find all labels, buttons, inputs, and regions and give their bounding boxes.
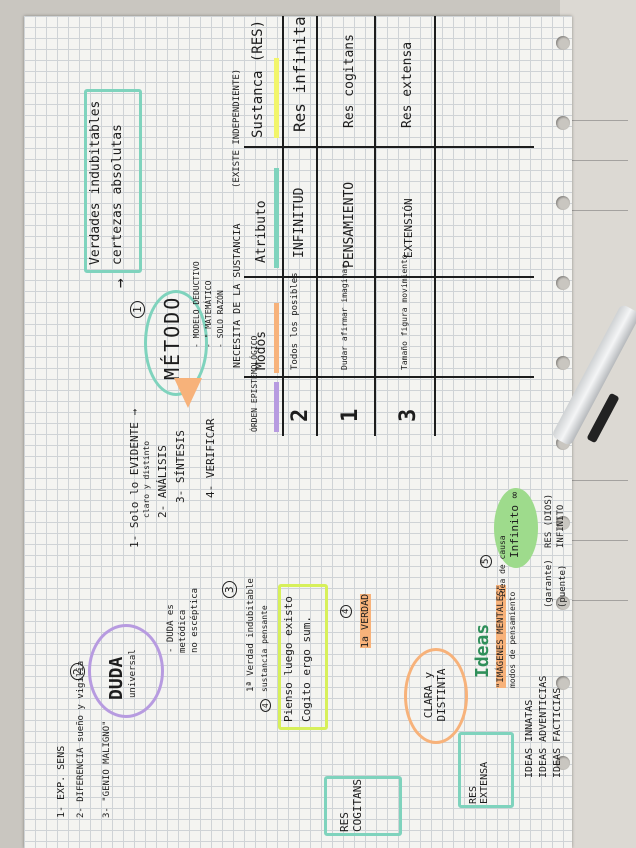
duda-note: - DUDA es xyxy=(166,604,176,653)
row-modos: Dudar afirmar imaginar xyxy=(340,264,349,370)
highlight xyxy=(274,168,279,268)
step-3: 3- SÍNTESIS xyxy=(174,430,187,503)
res-dios: RES (DIOS) xyxy=(544,493,554,548)
binder-hole xyxy=(556,356,570,370)
ideas-sub: "IMÁGENES MENTALES" xyxy=(496,585,506,688)
table-rule xyxy=(434,16,436,436)
duda-title: DUDA xyxy=(106,656,127,700)
metodo-note: - " MATEMÁTICO xyxy=(204,280,213,348)
criterio-num: 4 xyxy=(340,604,352,618)
garante: (garante) xyxy=(544,559,554,608)
table-rule xyxy=(282,16,284,436)
infinito-label: Infinito ∞ xyxy=(508,491,521,558)
binder-hole xyxy=(556,116,570,130)
table-rule xyxy=(316,16,318,436)
tipo-idea: IDEAS FACTICIAS xyxy=(552,687,563,778)
step-1-sub: claro y distinto xyxy=(142,440,151,518)
tipo-idea: IDEAS INNATAS xyxy=(524,699,535,778)
duda-note: no escéptica xyxy=(190,587,200,653)
notes-canvas: Verdades indubitables certezas absolutas… xyxy=(24,16,572,848)
step-4: 4- VERIFICAR xyxy=(204,418,217,498)
criterio-text: 1a VERDAD xyxy=(360,593,371,648)
row-orden: 1 xyxy=(338,408,363,422)
binder-hole xyxy=(556,516,570,530)
ideas-sub2: modos de pensamiento xyxy=(508,591,517,688)
binder-hole xyxy=(556,36,570,50)
res-cogitans-text: RES COGITANS xyxy=(338,779,364,832)
metodo-number: 1 xyxy=(130,301,145,318)
row-sustancia: Res cogitans xyxy=(342,34,357,128)
infinito-2: INFINITO xyxy=(556,504,566,548)
binder-hole xyxy=(556,756,570,770)
row-modos: Todos los posibles xyxy=(290,272,300,370)
table-rule xyxy=(244,146,534,148)
highlight xyxy=(274,382,279,432)
duda-note: metódica xyxy=(178,609,188,653)
metodo-rays xyxy=(174,378,202,408)
verdades-line1: Verdades indubitables xyxy=(88,100,103,265)
highlight xyxy=(274,58,279,138)
highlight xyxy=(274,303,279,373)
row-atributo: INFINITUD xyxy=(292,187,307,258)
table-rule xyxy=(374,16,376,436)
res-cogitans-sub: sustancia pensante xyxy=(260,605,269,692)
existe-label: (EXISTE INDEPENDIENTE) xyxy=(232,68,242,188)
step-1: 1- Solo lo EVIDENTE → xyxy=(128,408,141,548)
binder-hole xyxy=(556,196,570,210)
step-2: 2- ANÁLISIS xyxy=(156,445,169,518)
row-atributo: EXTENSIÓN xyxy=(402,198,415,258)
ideas-title: Ideas xyxy=(472,623,493,678)
duda-item: 2- DIFERENCIA sueño y vigilia xyxy=(76,660,86,818)
duda-sub: universal xyxy=(128,649,138,698)
header-atributo: Atributo xyxy=(254,200,269,263)
row-orden: 2 xyxy=(288,408,313,422)
verdades-line2: certezas absolutas xyxy=(110,124,125,265)
pienso-text: Pienso luego existo xyxy=(282,596,295,722)
verdad-first: 1ª Verdad indubitable xyxy=(246,578,256,692)
row-atributo: PENSAMIENTO xyxy=(342,181,357,268)
cogito-text: Cogito ergo sum. xyxy=(300,616,313,722)
table-rule xyxy=(244,276,534,278)
infinito-note: idea de causa xyxy=(498,535,507,598)
metodo-title: MÉTODO xyxy=(160,295,184,380)
row-sustancia: Res infinita xyxy=(290,16,309,132)
table-rule xyxy=(244,376,534,378)
res-extensa-text: RES EXTENSA xyxy=(468,761,490,804)
metodo-note: - MODELO DEDUCTIVO xyxy=(192,261,201,348)
necesita-label: NECESITA DE LA SUSTANCIA xyxy=(232,223,243,369)
header-orden: ÓRDEN EPISTEMOLÓGICO xyxy=(250,335,259,432)
duda-item: 3- "GENIO MALIGNO" xyxy=(102,720,112,818)
res-cogitans-num: 4 xyxy=(260,699,271,712)
duda-item: 1- EXP. SENS xyxy=(56,745,67,818)
row-sustancia: Res extensa xyxy=(400,41,415,128)
row-orden: 3 xyxy=(396,408,421,422)
arrow: → xyxy=(110,278,129,288)
tipo-idea: IDEAS ADVENTICIAS xyxy=(538,675,549,778)
header-sustancia: Sustanca (RES) xyxy=(250,19,266,138)
binder-hole xyxy=(556,276,570,290)
clara-text: CLARA y DISTINTA xyxy=(422,668,448,722)
binder-hole xyxy=(556,596,570,610)
row-modos: Tamaño figura movimiento xyxy=(400,254,409,370)
infinito-number: 5 xyxy=(480,554,492,568)
binder-hole xyxy=(556,676,570,690)
verdad-number: 3 xyxy=(222,581,237,598)
puente: (puente) xyxy=(558,564,568,608)
metodo-note: - SOLO RAZÓN xyxy=(216,290,225,348)
grid-paper-sheet: Verdades indubitables certezas absolutas… xyxy=(24,16,572,848)
